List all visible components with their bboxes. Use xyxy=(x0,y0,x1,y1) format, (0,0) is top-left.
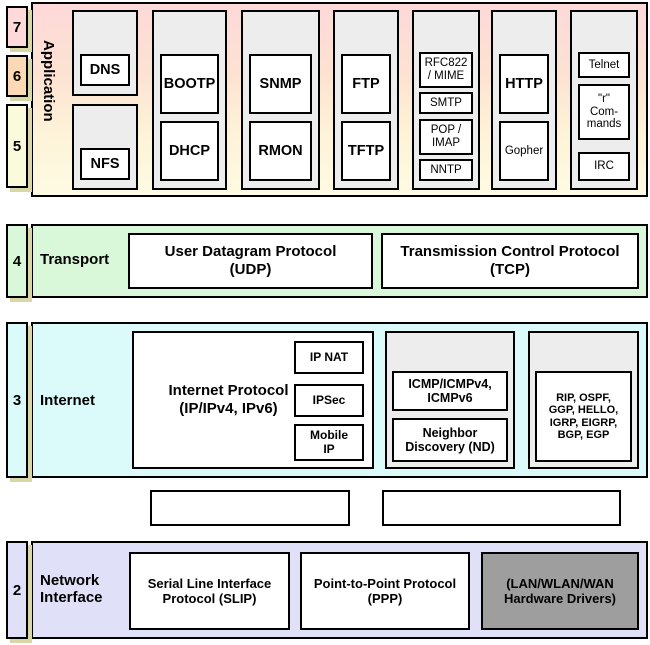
layer-number-7: 7 xyxy=(6,6,28,48)
protocol-udp: User Datagram Protocol (UDP) xyxy=(128,233,373,289)
layer-number-3: 3 xyxy=(6,322,28,478)
protocol-pop-imap: POP / IMAP xyxy=(419,119,473,155)
protocol-arp xyxy=(150,490,350,526)
layer-number-2: 2 xyxy=(6,541,28,639)
hardware-drivers-box: (LAN/WLAN/WAN Hardware Drivers) xyxy=(481,552,639,630)
protocol-rmon: RMON xyxy=(249,121,312,181)
protocol-routing-list: RIP, OSPF, GGP, HELLO, IGRP, EIGRP, BGP,… xyxy=(535,371,632,462)
protocol-bootp: BOOTP xyxy=(160,54,219,114)
layer-number-4: 4 xyxy=(6,224,28,298)
protocol-http: HTTP xyxy=(499,54,549,114)
protocol-smtp: SMTP xyxy=(419,92,473,114)
layer-number-6: 6 xyxy=(6,55,28,97)
network-interface-layer-label: Network Interface xyxy=(40,572,103,606)
internet-layer-label: Internet xyxy=(40,392,96,409)
layer-number-5: 5 xyxy=(6,104,28,188)
protocol-snmp: SNMP xyxy=(249,54,312,114)
protocol-rfc822-mime: RFC822 / MIME xyxy=(419,52,473,88)
protocol-r-commands: "r" Com- mands xyxy=(578,84,630,140)
protocol-ppp: Point-to-Point Protocol (PPP) xyxy=(300,552,470,630)
protocol-ipsec: IPSec xyxy=(294,384,364,417)
protocol-dns: DNS xyxy=(80,54,130,86)
protocol-ip-label: Internet Protocol (IP/IPv4, IPv6) xyxy=(168,382,289,417)
protocol-dhcp: DHCP xyxy=(160,121,219,181)
protocol-neighbor-discovery: Neighbor Discovery (ND) xyxy=(392,418,508,462)
protocol-icmp: ICMP/ICMPv4, ICMPv6 xyxy=(392,371,508,411)
protocol-nntp: NNTP xyxy=(419,159,473,181)
protocol-slip: Serial Line Interface Protocol (SLIP) xyxy=(129,552,290,630)
protocol-mobile-ip: Mobile IP xyxy=(294,424,364,461)
protocol-gopher: Gopher xyxy=(499,121,549,181)
protocol-ftp: FTP xyxy=(341,54,391,114)
protocol-tcp: Transmission Control Protocol (TCP) xyxy=(381,233,639,289)
protocol-nfs: NFS xyxy=(80,148,130,180)
application-layer-label: Application xyxy=(40,40,57,122)
protocol-rarp xyxy=(382,490,621,526)
protocol-irc: IRC xyxy=(578,152,630,181)
protocol-ip-nat: IP NAT xyxy=(294,341,364,374)
protocol-telnet: Telnet xyxy=(578,52,630,78)
transport-layer-label: Transport xyxy=(40,251,110,268)
protocol-tftp: TFTP xyxy=(341,121,391,181)
